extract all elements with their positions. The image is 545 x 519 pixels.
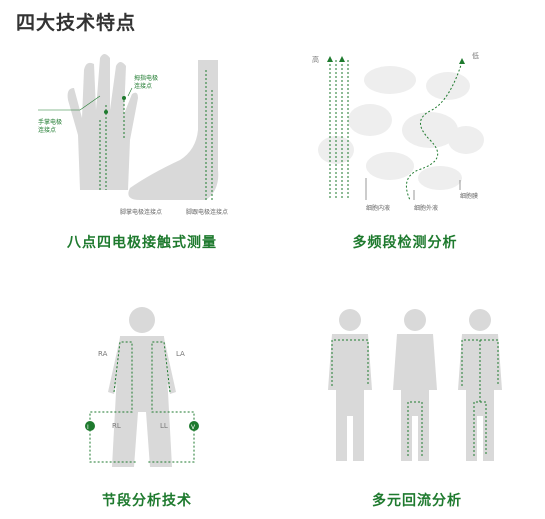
thumb-label: 拇指电极 bbox=[134, 74, 158, 82]
intracellular-label: 细胞内液 bbox=[366, 204, 390, 212]
v-label: V bbox=[191, 424, 196, 431]
extracellular-label: 细胞外液 bbox=[414, 204, 438, 212]
page-title: 四大技术特点 bbox=[16, 13, 137, 34]
segment-caption: 节段分析技术 bbox=[102, 492, 192, 508]
multi-loop-caption: 多元回流分析 bbox=[372, 492, 462, 508]
segment-panel: I V RA LA RL LL bbox=[80, 302, 210, 482]
membrane-label: 细胞膜 bbox=[460, 192, 478, 200]
palm-label: 手掌电极 bbox=[38, 118, 62, 126]
segment-body-illustration: I V RA LA RL LL bbox=[85, 307, 199, 467]
high-label: 高 bbox=[312, 55, 319, 64]
multi-loop-panel bbox=[318, 306, 518, 476]
sole-label: 脚掌电极连接点 bbox=[120, 208, 162, 216]
svg-text:连接点: 连接点 bbox=[38, 126, 56, 134]
i-label: I bbox=[87, 424, 89, 431]
cell-frequency-illustration: 高 低 细胞内液 细胞外液 细胞膜 bbox=[312, 51, 484, 212]
multi-loop-illustration bbox=[328, 309, 502, 461]
eight-point-panel: 手掌电极 连接点 拇指电极 连接点 脚掌电极连接点 脚跟电极连接点 bbox=[20, 40, 260, 220]
la-label: LA bbox=[176, 350, 185, 358]
eight-point-caption: 八点四电极接触式测量 bbox=[67, 234, 217, 250]
rl-label: RL bbox=[112, 422, 121, 430]
heel-label: 脚跟电极连接点 bbox=[186, 208, 228, 216]
multi-freq-caption: 多频段检测分析 bbox=[352, 234, 458, 250]
ra-label: RA bbox=[98, 350, 108, 358]
low-label: 低 bbox=[472, 51, 479, 60]
multi-freq-panel: 高 低 细胞内液 细胞外液 细胞膜 bbox=[300, 40, 520, 220]
ll-label: LL bbox=[160, 422, 168, 430]
hand-foot-illustration: 手掌电极 连接点 拇指电极 连接点 脚掌电极连接点 脚跟电极连接点 bbox=[38, 54, 228, 216]
svg-text:连接点: 连接点 bbox=[134, 82, 152, 90]
